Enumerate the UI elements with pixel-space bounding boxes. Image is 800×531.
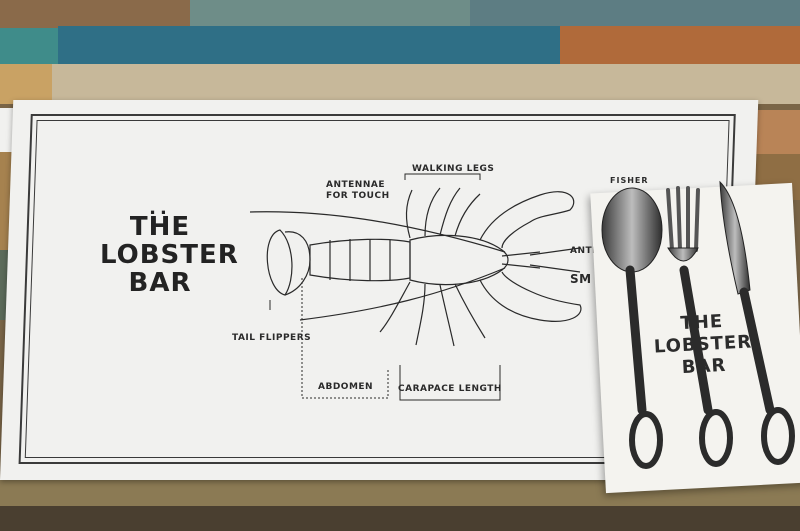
label-carapace-length: CARAPACE LENGTH bbox=[398, 384, 502, 394]
fork-icon bbox=[666, 186, 733, 467]
label-antennae-line-1: ANTENNAE bbox=[326, 180, 385, 190]
label-antennae: ANTENNAE FOR TOUCH bbox=[326, 180, 390, 202]
label-walking-legs: WALKING LEGS bbox=[412, 164, 495, 174]
cutlery-set bbox=[601, 180, 795, 469]
brand-line-2: LOBSTER bbox=[100, 240, 239, 270]
napkin-badge: FISHER bbox=[610, 176, 649, 185]
label-antennae-cut: ANTE bbox=[570, 246, 599, 256]
brand-line-3: BAR bbox=[128, 268, 192, 298]
knife-icon bbox=[719, 180, 795, 465]
label-antennae-line-2: FOR TOUCH bbox=[326, 191, 390, 201]
label-tail-flippers: TAIL FLIPPERS bbox=[232, 333, 312, 343]
spoon-icon bbox=[601, 187, 663, 469]
brand-logo: .. THE LOBSTER BAR bbox=[100, 200, 239, 298]
label-smell-cut: SM bbox=[570, 272, 592, 286]
brand-line-1: THE bbox=[129, 212, 191, 242]
label-abdomen: ABDOMEN bbox=[318, 382, 374, 392]
lobster-illustration bbox=[249, 173, 582, 401]
